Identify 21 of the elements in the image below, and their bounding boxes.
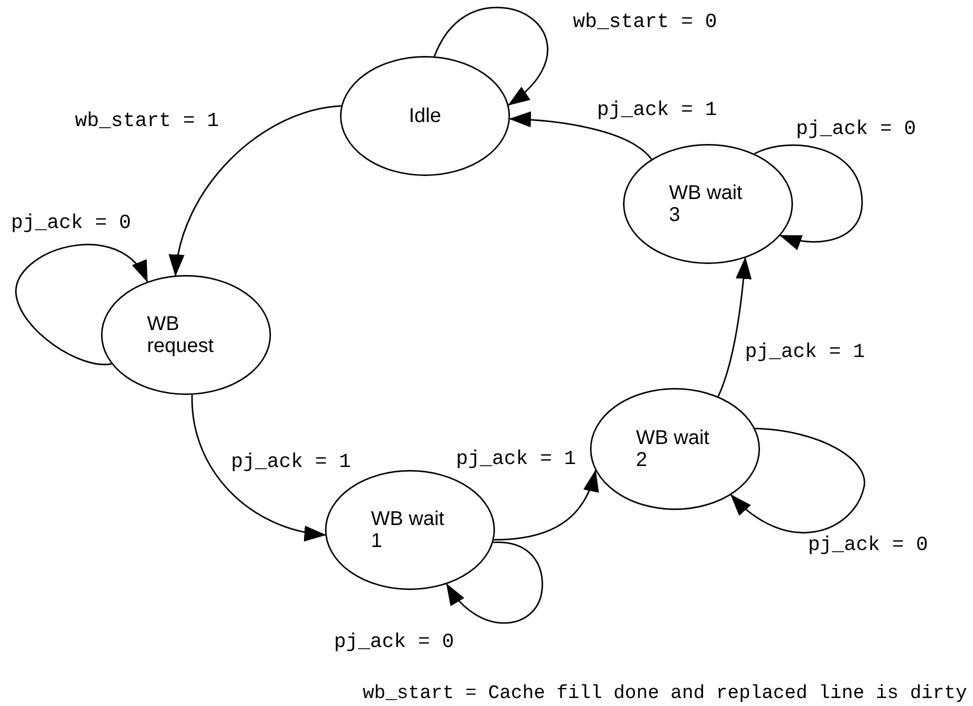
state-label: WB request: [147, 313, 215, 357]
state-ellipse: [340, 56, 510, 176]
transition-arrow: [718, 256, 752, 397]
state-label: Idle: [408, 105, 442, 127]
state-ellipse: [101, 275, 271, 395]
state-label: WB wait 1: [371, 508, 446, 552]
state-label: WB wait 3: [669, 182, 744, 226]
transition-arrow: [494, 470, 598, 540]
note-text: wb_start = Cache fill done and replaced line is dirty: [362, 681, 967, 705]
transition-arrow: [15, 244, 148, 366]
transition-arrow: [446, 542, 544, 624]
transition-arrow: [508, 112, 652, 160]
transition-arrow: [434, 6, 548, 106]
transition-arrow: [754, 144, 863, 250]
state-ellipse: [590, 388, 760, 510]
transition-arrow: [191, 394, 326, 540]
transition-arrow: [170, 105, 342, 276]
state-ellipse: [623, 144, 793, 264]
state-ellipse: [325, 470, 495, 590]
transition-arrow: [730, 428, 866, 534]
state-label: WB wait 2: [636, 427, 710, 471]
